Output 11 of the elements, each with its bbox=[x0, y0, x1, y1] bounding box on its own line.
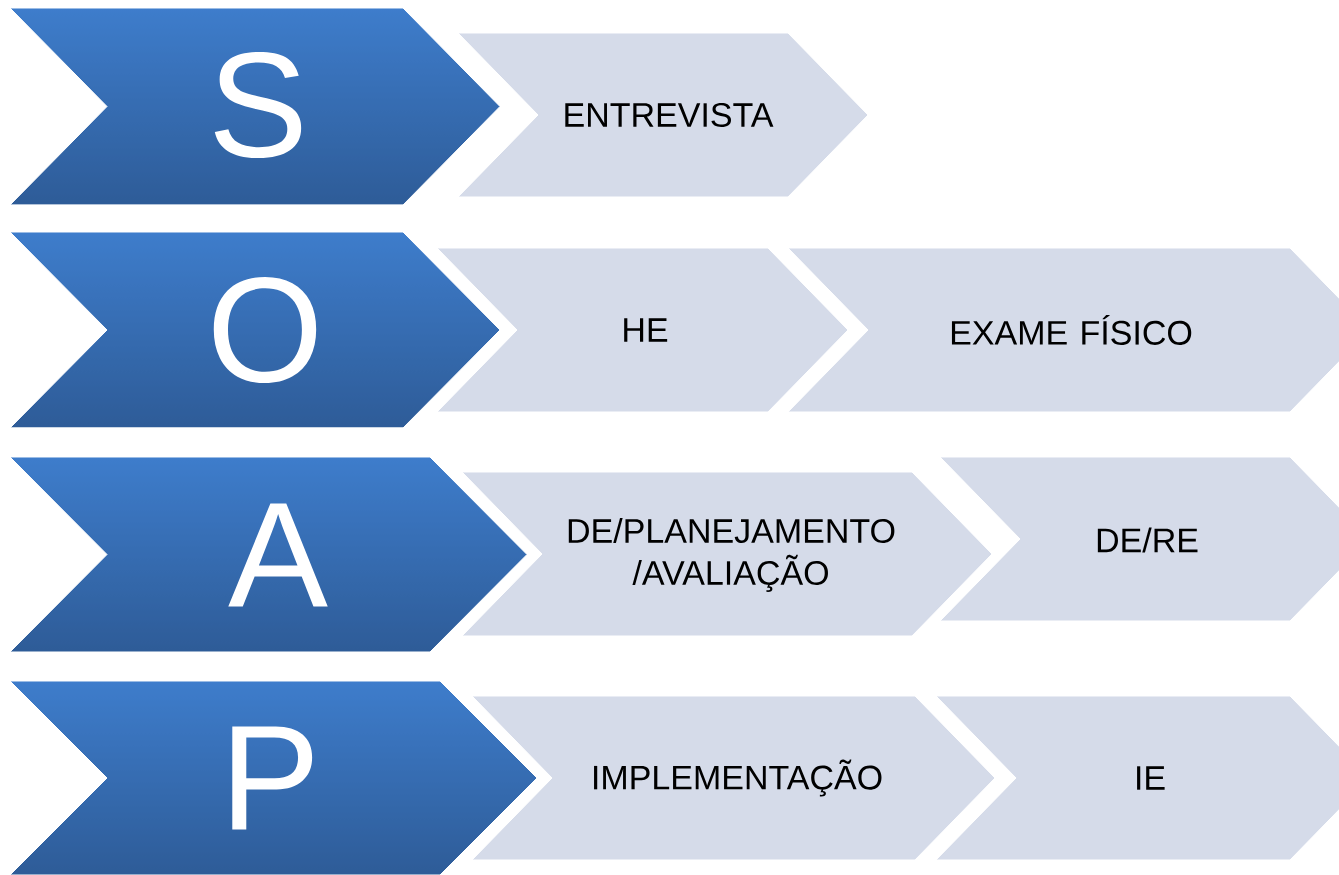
step-box: ENTREVISTA bbox=[457, 32, 869, 198]
letter-box: S bbox=[9, 7, 501, 206]
step-box: DE/PLANEJAMENTO /AVALIAÇÃO bbox=[461, 471, 993, 637]
step-box: IE bbox=[935, 695, 1339, 861]
step-box: IMPLEMENTAÇÃO bbox=[471, 695, 996, 861]
step-box: HE bbox=[436, 247, 849, 413]
letter-box: P bbox=[9, 680, 538, 875]
letter-box: A bbox=[9, 456, 528, 653]
step-box: DE/RE bbox=[939, 456, 1339, 622]
step-box: EXAME FÍSICO bbox=[787, 247, 1339, 413]
letter-box: O bbox=[9, 231, 501, 429]
